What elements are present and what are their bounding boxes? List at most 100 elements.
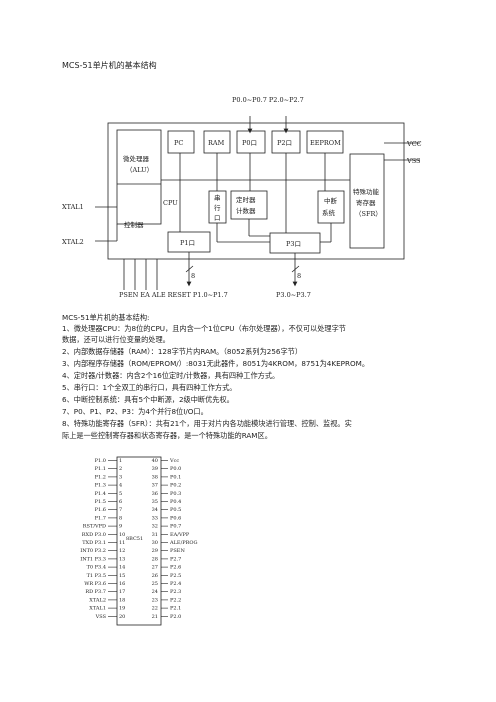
pin-name-left: WR P3.6 — [84, 581, 106, 587]
block-diagram: P0.0~P0.7 P2.0~P2.7 PC RAM P0口 P2口 EEPRO… — [62, 96, 422, 299]
pin-name-right: P2.1 — [170, 606, 181, 612]
pin-number-right: 22 — [152, 606, 158, 612]
pin-number-left: 17 — [119, 589, 125, 595]
pin-number-right: 25 — [152, 581, 158, 587]
pin-number-left: 1 — [119, 458, 122, 464]
chip-label: 8BC51 — [126, 536, 143, 542]
pin-name-right: ALE/PROG — [169, 540, 198, 546]
ram-label: RAM — [208, 139, 225, 147]
xtal2-label: XTAL2 — [62, 238, 84, 246]
sfr-label-3: （SFR） — [355, 210, 382, 218]
pin-name-left: P1.3 — [95, 483, 106, 489]
mcu-outline — [107, 122, 405, 260]
bottom-right-label: P3.0~P3.7 — [276, 291, 311, 299]
pin-number-right: 38 — [152, 474, 158, 480]
bus-width-p3: 8 — [297, 272, 301, 280]
serial-label-3: 口 — [214, 214, 221, 222]
pin-number-right: 26 — [152, 573, 158, 579]
pin-number-left: 4 — [119, 483, 122, 489]
pin-name-left: P1.2 — [95, 474, 106, 480]
pin-number-right: 23 — [152, 597, 158, 603]
pin-number-left: 6 — [119, 499, 122, 505]
item-3: 3、内部程序存储器（ROM/EPROM/）:8031无此器件，8051为4KRO… — [62, 359, 370, 368]
pin-name-right: P2.5 — [170, 573, 181, 579]
pin-number-left: 15 — [119, 573, 125, 579]
pin-name-right: P2.6 — [170, 565, 181, 571]
item-8: 8、特殊功能寄存器（SFR）：共有21个，用于对片内各功能模块进行管理、控制、监… — [62, 419, 352, 428]
pin-name-right: P2.2 — [170, 597, 181, 603]
item-5: 5、串行口：1个全双工的串行口，具有四种工作方式。 — [62, 383, 237, 392]
pin-number-right: 36 — [152, 491, 158, 497]
pin-name-left: P1.1 — [95, 466, 106, 472]
pin-name-right: P0.0 — [170, 466, 181, 472]
xtal1-label: XTAL1 — [62, 203, 84, 211]
pin-name-right: PSEN — [170, 548, 185, 554]
interrupt-box — [317, 190, 345, 224]
pin-number-right: 21 — [152, 614, 158, 620]
pin-number-right: 39 — [152, 466, 158, 472]
pin-name-right: EA/VPP — [170, 532, 190, 538]
pin-name-left: VSS — [95, 614, 107, 620]
p3-label: P3口 — [286, 240, 301, 248]
eeprom-label: EEPROM — [310, 139, 341, 147]
pin-number-right: 24 — [152, 589, 158, 595]
cpu-label-1: 微处理器 — [123, 154, 150, 163]
pin-name-left: XTAL2 — [89, 597, 106, 603]
pin-name-left: P1.6 — [95, 507, 106, 513]
pin-number-left: 10 — [119, 532, 125, 538]
pin-name-left: P1.0 — [95, 458, 106, 464]
pin-name-right: P0.5 — [170, 507, 181, 513]
sfr-label-2: 寄存器 — [356, 198, 376, 207]
pin-name-right: P0.4 — [170, 499, 181, 505]
pin-name-right: P2.0 — [170, 614, 181, 620]
page-heading: MCS-51单片机的基本结构 — [62, 61, 157, 70]
pin-name-left: RD P3.7 — [85, 589, 106, 595]
pin-name-left: T1 P3.5 — [87, 573, 106, 579]
pin-number-left: 18 — [119, 597, 125, 603]
pin-name-left: P1.7 — [95, 515, 106, 521]
vss-label: VSS — [406, 157, 421, 165]
item-4: 4、定时器/计数器：内含2个16位定时/计数器，具有四种工作方式。 — [62, 371, 280, 380]
serial-box — [208, 190, 227, 224]
pin-name-right: P0.2 — [170, 483, 181, 489]
pin-number-right: 31 — [152, 532, 158, 538]
p1-label: P1口 — [180, 239, 195, 247]
item-2: 2、内部数据存储器（RAM）：128字节片内RAM。（8052系列为256字节） — [62, 347, 303, 356]
pin-number-left: 16 — [119, 581, 125, 587]
section-title: MCS-51单片机的基本结构: — [62, 313, 150, 322]
pin-name-left: XTAL1 — [89, 606, 106, 612]
pin-number-left: 9 — [119, 524, 122, 530]
pin-name-left: RXD P3.0 — [82, 532, 106, 538]
pin-number-right: 32 — [152, 524, 158, 530]
controller-label: 控制器 — [124, 220, 144, 229]
pin-number-right: 27 — [152, 565, 158, 571]
bus-width-p1: 8 — [191, 272, 195, 280]
pin-number-left: 14 — [119, 565, 125, 571]
interrupt-label-2: 系统 — [322, 208, 336, 217]
pin-name-right: P2.7 — [170, 556, 181, 562]
pin-name-right: Vcc — [169, 458, 179, 464]
item-7: 7、P0、P1、P2、P3：为4个并行8位I/O口。 — [62, 407, 208, 416]
cpu-box — [116, 129, 162, 225]
pin-number-left: 7 — [119, 507, 122, 513]
chip-body — [116, 456, 162, 626]
pin-name-left: INT0 P3.2 — [80, 548, 106, 554]
sfr-label-1: 特殊功能 — [353, 187, 380, 196]
item-1: 1、微处理器CPU：为8位的CPU，且内含一个1位CPU（布尔处理器），不仅可以… — [62, 324, 346, 333]
timer-label-1: 定时器 — [236, 195, 256, 204]
pin-name-left: T0 P3.4 — [87, 565, 106, 571]
pin-name-right: P0.6 — [170, 515, 181, 521]
pin-number-right: 33 — [152, 515, 158, 521]
cpu-label-2: （ALU） — [126, 166, 153, 174]
pin-number-left: 19 — [119, 606, 125, 612]
pin-number-left: 13 — [119, 556, 125, 562]
pin-number-left: 2 — [119, 466, 122, 472]
top-port-label: P0.0~P0.7 P2.0~P2.7 — [232, 96, 304, 104]
interrupt-label-1: 中断 — [324, 196, 338, 205]
pin-name-right: P0.1 — [170, 474, 181, 480]
pin-number-left: 11 — [119, 540, 125, 546]
item-8-cont: 际上是一些控制寄存器和状态寄存器，是一个特殊功能的RAM区。 — [62, 431, 272, 440]
bottom-left-label: PSEN EA ALE RESET P1.0~P1.7 — [119, 291, 228, 299]
sfr-box — [349, 153, 385, 249]
